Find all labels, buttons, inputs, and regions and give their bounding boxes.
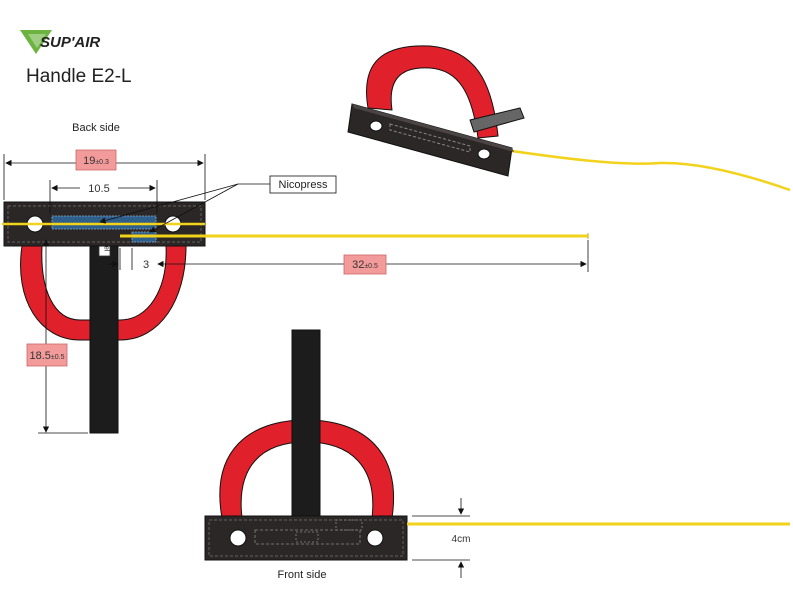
- perspective-view: [347, 45, 791, 192]
- dim-height-tol: ±0.5: [51, 354, 65, 361]
- vertical-strap: [89, 227, 119, 434]
- dim-width-main: 19: [83, 155, 95, 167]
- dim-height-main: 18.5: [30, 350, 51, 362]
- back-side-label: Back side: [72, 122, 120, 134]
- nicopress-callout: Nicopress: [279, 179, 328, 191]
- svg-text:19±0.3: 19±0.3: [83, 155, 109, 167]
- dim-width-tol: ±0.3: [95, 159, 109, 166]
- svg-text:18.5±0.5: 18.5±0.5: [30, 350, 65, 362]
- supair-logo: SUP'AIR: [20, 30, 100, 54]
- logo-text: SUP'AIR: [40, 34, 100, 51]
- front-vertical-strap: [291, 329, 321, 521]
- page-title: Handle E2-L: [26, 66, 132, 87]
- nicopress-sleeve: [51, 215, 157, 230]
- back-side-view: Back side label 19±0.3 10.5: [2, 122, 589, 434]
- front-side-view: 4cm Front side: [204, 329, 790, 581]
- dim-strap-width: 4cm: [452, 534, 471, 545]
- logo-triangle-icon: [20, 30, 52, 54]
- dim-line-main: 32: [352, 259, 364, 271]
- svg-text:32±0.5: 32±0.5: [352, 259, 378, 271]
- dim-line-tol: ±0.5: [364, 263, 378, 270]
- dim-hole-spacing: 10.5: [88, 183, 109, 195]
- dim-gap: 3: [143, 259, 149, 271]
- front-side-label: Front side: [278, 569, 327, 581]
